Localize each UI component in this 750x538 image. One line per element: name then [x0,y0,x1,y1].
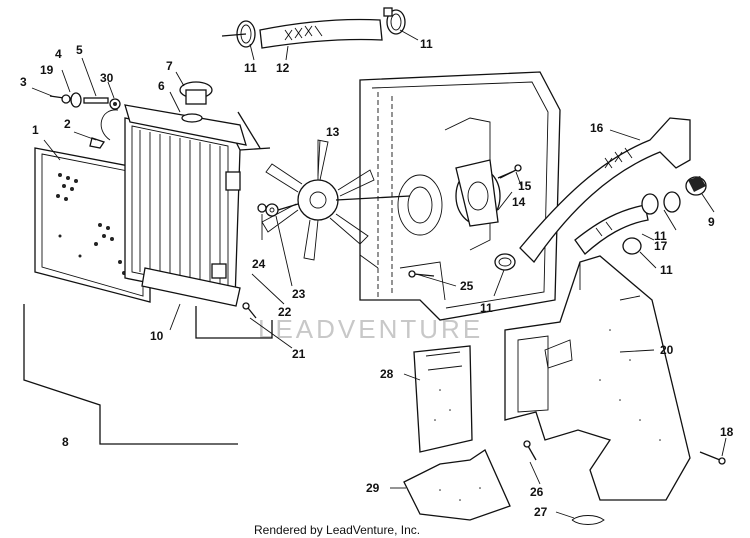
callout-11-upper-left: 11 [244,61,257,75]
radiator [100,104,271,307]
callout-7: 7 [166,59,173,73]
bolt-15 [499,164,522,179]
callout-9: 9 [708,215,715,229]
side-panel-28 [413,345,473,453]
callout-28: 28 [380,367,394,381]
callout-22: 22 [278,305,292,319]
callout-25: 25 [460,279,474,293]
clip-2 [89,137,106,149]
callout-4: 4 [55,47,62,61]
hose-clamp-upper-right [383,7,406,35]
callout-6: 6 [158,79,165,93]
hose-clamps-lower [494,176,707,271]
callout-12: 12 [276,61,290,75]
callout-21: 21 [292,347,306,361]
callout-labels: 1 2 3 4 5 6 7 8 9 10 11 11 11 11 11 12 1… [20,37,734,519]
callout-29: 29 [366,481,380,495]
side-shroud-20 [504,255,691,501]
radiator-cap [179,81,213,123]
callout-14: 14 [512,195,526,209]
callout-23: 23 [292,287,306,301]
screw-21 [242,302,257,319]
callout-30: 30 [100,71,114,85]
footer-credit: Rendered by LeadVenture, Inc. [254,523,420,537]
callout-11-right-b: 11 [660,263,673,277]
screw-26 [523,440,537,461]
callout-2: 2 [64,117,71,131]
callout-16: 16 [590,121,604,135]
callout-18: 18 [720,425,734,439]
callout-15: 15 [518,179,532,193]
wire-tie-27 [571,515,605,525]
callout-24: 24 [252,257,266,271]
bolt-25 [408,270,435,278]
fan-adapter [455,159,513,227]
upper-hose [259,18,383,49]
cooling-fan [261,139,411,261]
callout-26: 26 [530,485,544,499]
lower-hose-16 [519,117,691,264]
leader-lines [23,29,727,519]
callout-19: 19 [40,63,54,77]
lower-hose-17 [574,204,649,255]
callout-5: 5 [76,43,83,57]
callout-10: 10 [150,329,164,343]
callout-1: 1 [32,123,39,137]
callout-13: 13 [326,125,340,139]
callout-11-lower: 11 [480,301,493,315]
callout-27: 27 [534,505,548,519]
fan-spacer [257,203,299,217]
callout-11-upper-right: 11 [420,37,433,51]
chassis-frame [359,71,561,321]
callout-8: 8 [62,435,69,449]
callout-17: 17 [654,239,668,253]
screw-18 [699,451,726,465]
callout-20: 20 [660,343,674,357]
callout-11-right-a: 11 [654,229,667,243]
callout-3: 3 [20,75,27,89]
bolt-assembly [49,92,121,110]
side-panel-29 [403,449,511,521]
